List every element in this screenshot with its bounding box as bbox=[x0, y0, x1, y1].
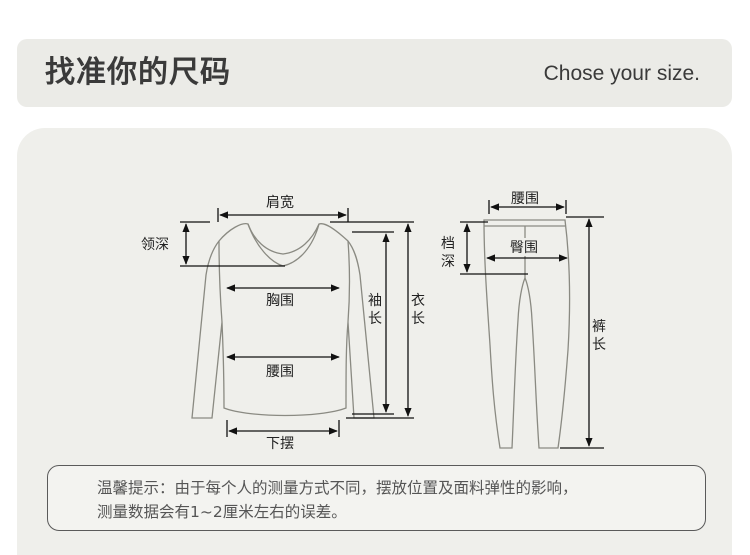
pants-label-crotch-depth-1: 档 bbox=[441, 236, 455, 252]
pants-label-waist: 腰围 bbox=[511, 191, 539, 207]
label-neck-depth: 领深 bbox=[141, 237, 169, 253]
pants-measure-lines bbox=[460, 200, 604, 449]
pants-measure-labels: 腰围 档 深 臀围 裤 长 bbox=[441, 191, 606, 353]
tip-line-1: 温馨提示：由于每个人的测量方式不同，摆放位置及面料弹性的影响， bbox=[97, 479, 578, 497]
label-garment-length-1: 衣 bbox=[411, 293, 425, 309]
pants-label-length-1: 裤 bbox=[592, 319, 606, 335]
page-title: 找准你的尺码 bbox=[45, 55, 231, 90]
page-subtitle: Chose your size. bbox=[543, 62, 700, 85]
label-waist: 腰围 bbox=[266, 364, 294, 380]
top-measure-labels: 肩宽 领深 胸围 腰围 下摆 袖 长 衣 长 bbox=[141, 192, 425, 452]
pants-label-crotch-depth-2: 深 bbox=[441, 254, 455, 270]
label-shoulder-width: 肩宽 bbox=[266, 194, 294, 211]
label-chest: 胸围 bbox=[266, 293, 294, 309]
label-sleeve-length-1: 袖 bbox=[368, 293, 382, 309]
label-garment-length-2: 长 bbox=[411, 311, 425, 327]
tip-line-2: 测量数据会有1~2厘米左右的误差。 bbox=[97, 503, 347, 521]
label-hem: 下摆 bbox=[266, 436, 294, 452]
pants-label-length-2: 长 bbox=[592, 337, 606, 353]
pants-label-hip: 臀围 bbox=[510, 240, 538, 256]
label-sleeve-length-2: 长 bbox=[368, 311, 382, 327]
header-bar: 找准你的尺码 Chose your size. bbox=[17, 39, 732, 107]
top-measure-lines bbox=[180, 208, 414, 437]
top-garment-outline bbox=[191, 223, 375, 419]
tip-notice-box: 温馨提示：由于每个人的测量方式不同，摆放位置及面料弹性的影响， 测量数据会有1~… bbox=[47, 465, 706, 531]
